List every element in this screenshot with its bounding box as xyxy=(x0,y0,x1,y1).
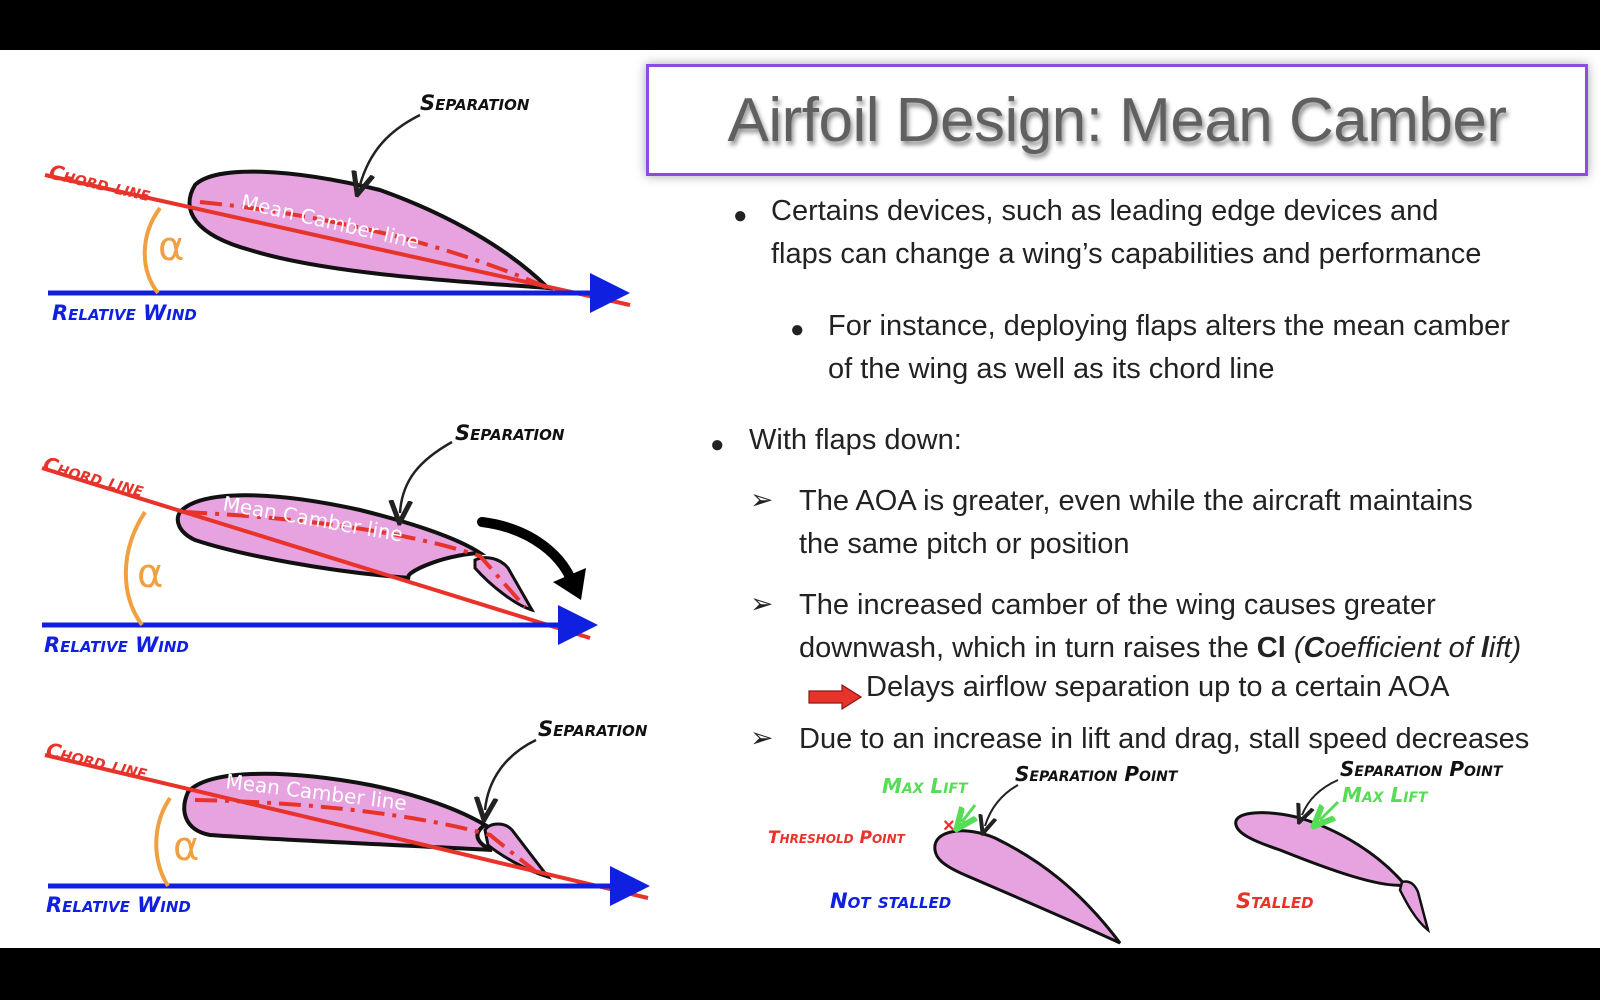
chord-line-label-1: Chord line xyxy=(47,159,153,206)
chord-line-3 xyxy=(44,753,649,900)
airfoil-diagrams: α Chord line Relative Wind Mean Camber l… xyxy=(41,91,1504,945)
sub-1-line-1: The AOA is greater, even while the aircr… xyxy=(799,485,1473,517)
bullet-1a-line-1: For instance, deploying flaps alters the… xyxy=(828,310,1510,342)
relative-wind-label-2: Relative Wind xyxy=(44,633,189,657)
bullet-dot: ● xyxy=(710,431,725,458)
bullet-dot: ● xyxy=(733,202,748,229)
red-arrow-icon xyxy=(808,684,862,710)
bullet-2: With flaps down: xyxy=(749,424,962,456)
diagram-3: α Chord line Relative Wind Mean Camber l… xyxy=(44,717,650,917)
relative-wind-label-1: Relative Wind xyxy=(52,301,197,325)
slide-title: Airfoil Design: Mean Camber xyxy=(727,85,1507,155)
max-lift-arrow-2 xyxy=(1320,800,1340,820)
separation-arrow-2 xyxy=(400,440,453,513)
alpha-label-2: α xyxy=(137,551,163,597)
airfoil-stalled xyxy=(1234,811,1408,887)
separation-arrow-1 xyxy=(360,113,421,185)
separation-arrow-3 xyxy=(485,738,537,810)
chord-line-label-2: Chord line xyxy=(41,452,147,502)
flap-3 xyxy=(483,822,553,880)
bullet-1-line-2: flaps can change a wing’s capabilities a… xyxy=(771,238,1482,270)
bullet-1a-line-2: of the wing as well as its chord line xyxy=(828,353,1275,385)
separation-point-arrow-1 xyxy=(985,784,1019,826)
max-lift-label-2: Max Lift xyxy=(1342,783,1429,807)
sub-1-line-2: the same pitch or position xyxy=(799,528,1130,560)
separation-label-1: Separation xyxy=(420,91,530,115)
alpha-label-1: α xyxy=(158,224,184,270)
mean-camber-line-1 xyxy=(199,200,549,290)
coefficient-c: C xyxy=(1303,632,1325,664)
sub-3: Due to an increase in lift and drag, sta… xyxy=(799,723,1530,755)
mean-camber-line-2 xyxy=(184,510,527,609)
alpha-label-3: α xyxy=(173,824,199,870)
alpha-arc-2 xyxy=(123,510,147,627)
sub-2-line-3: Delays airflow separation up to a certai… xyxy=(866,671,1450,703)
sub-2-line-2: downwash, which in turn raises the Cl (C… xyxy=(799,627,1521,670)
slide: Airfoil Design: Mean Camber ● Certains d… xyxy=(0,50,1600,948)
flap-deploy-arrowhead xyxy=(553,568,586,600)
max-lift-arrow-1 xyxy=(962,804,975,822)
alpha-arc-3 xyxy=(154,796,172,888)
chord-line-label-3: Chord line xyxy=(44,737,150,784)
diagram-2: α Chord line Relative Wind Mean Camber l… xyxy=(41,421,598,657)
separation-label-2: Separation xyxy=(455,421,565,445)
chord-line-2 xyxy=(41,466,591,640)
not-stalled-diagram: Max Lift Separation Point × Threshold Po… xyxy=(768,762,1179,945)
sub-2-text-g: ift) xyxy=(1488,632,1522,664)
not-stalled-label: Not stalled xyxy=(830,889,951,913)
arrowhead-bullet-icon: ➢ xyxy=(750,722,774,753)
threshold-point-label: Threshold Point xyxy=(768,828,906,848)
airfoil-not-stalled xyxy=(933,829,1122,945)
airfoil-3 xyxy=(182,771,493,852)
airfoil-2 xyxy=(175,493,487,580)
title-box: Airfoil Design: Mean Camber xyxy=(646,64,1588,176)
bullet-1-line-1: Certains devices, such as leading edge d… xyxy=(771,195,1439,227)
lift-l: l xyxy=(1480,632,1489,664)
alpha-arc-1 xyxy=(142,206,162,295)
flap-2 xyxy=(473,556,536,613)
separation-point-label-1: Separation Point xyxy=(1015,762,1179,786)
arrowhead-bullet-icon: ➢ xyxy=(750,588,774,619)
stalled-diagram: Separation Point Max Lift Stalled xyxy=(1234,757,1504,934)
sub-2-text-e: oefficient of xyxy=(1324,632,1481,664)
separation-point-label-2: Separation Point xyxy=(1340,757,1504,781)
arrowhead-bullet-icon: ➢ xyxy=(750,484,774,515)
relative-wind-label-3: Relative Wind xyxy=(46,893,191,917)
stalled-label: Stalled xyxy=(1236,889,1314,913)
mean-camber-line-3 xyxy=(194,798,542,877)
separation-point-arrow-2 xyxy=(1302,779,1339,815)
threshold-x-icon: × xyxy=(943,815,955,837)
cl-term: Cl xyxy=(1256,632,1286,664)
sub-2-text-c: ( xyxy=(1285,632,1304,664)
sub-2-text-a: downwash, which in turn raises the xyxy=(799,632,1257,664)
max-lift-label-1: Max Lift xyxy=(882,774,969,798)
sub-2-line-1: The increased camber of the wing causes … xyxy=(799,589,1436,621)
bullet-dot: ● xyxy=(790,316,805,343)
diagram-1: α Chord line Relative Wind Mean Camber l… xyxy=(44,91,631,325)
separation-label-3: Separation xyxy=(538,717,648,741)
flap-stalled xyxy=(1398,880,1431,934)
